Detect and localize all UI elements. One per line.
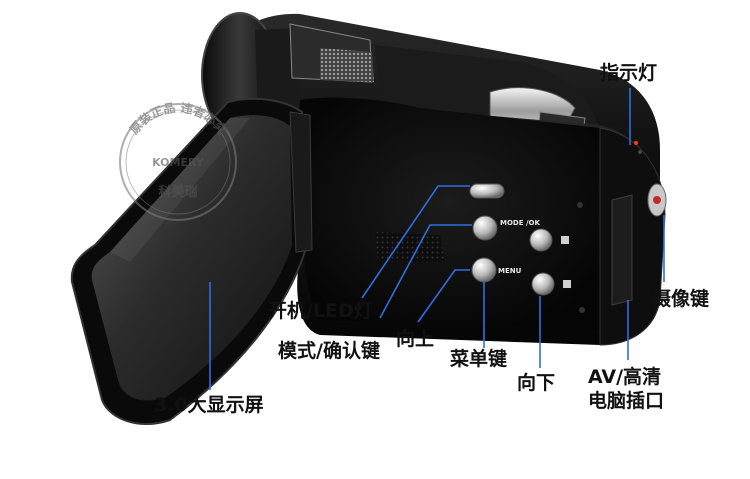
callout-indicator-light: 指示灯	[600, 62, 658, 84]
callout-menu-key: 菜单键	[450, 348, 508, 370]
callout-up: 向上	[396, 328, 435, 350]
lcd-screen	[70, 97, 313, 425]
callout-down: 向下	[517, 372, 556, 394]
line-up	[417, 269, 470, 323]
watermark-bottom-text: 科美瑞	[158, 184, 197, 200]
callout-display: 3.0大显示屏	[154, 394, 264, 416]
callout-record-key: 摄像键	[652, 288, 710, 310]
line-mode	[379, 224, 472, 319]
mode-button-label: MODE /OK	[500, 219, 540, 227]
callout-av-hd-port-line2: 电脑插口	[588, 390, 665, 412]
callout-av-hd-port-line1: AV/高清	[588, 366, 662, 388]
callout-mode-confirm: 模式/确认键	[278, 340, 380, 362]
callout-power-led: 开机/LED灯	[268, 300, 373, 322]
line-power	[361, 185, 470, 299]
watermark-brand: KOMERY	[152, 156, 205, 169]
menu-button-label: MENU	[498, 267, 522, 275]
camera-body	[297, 97, 667, 346]
callout-lines	[209, 88, 665, 390]
